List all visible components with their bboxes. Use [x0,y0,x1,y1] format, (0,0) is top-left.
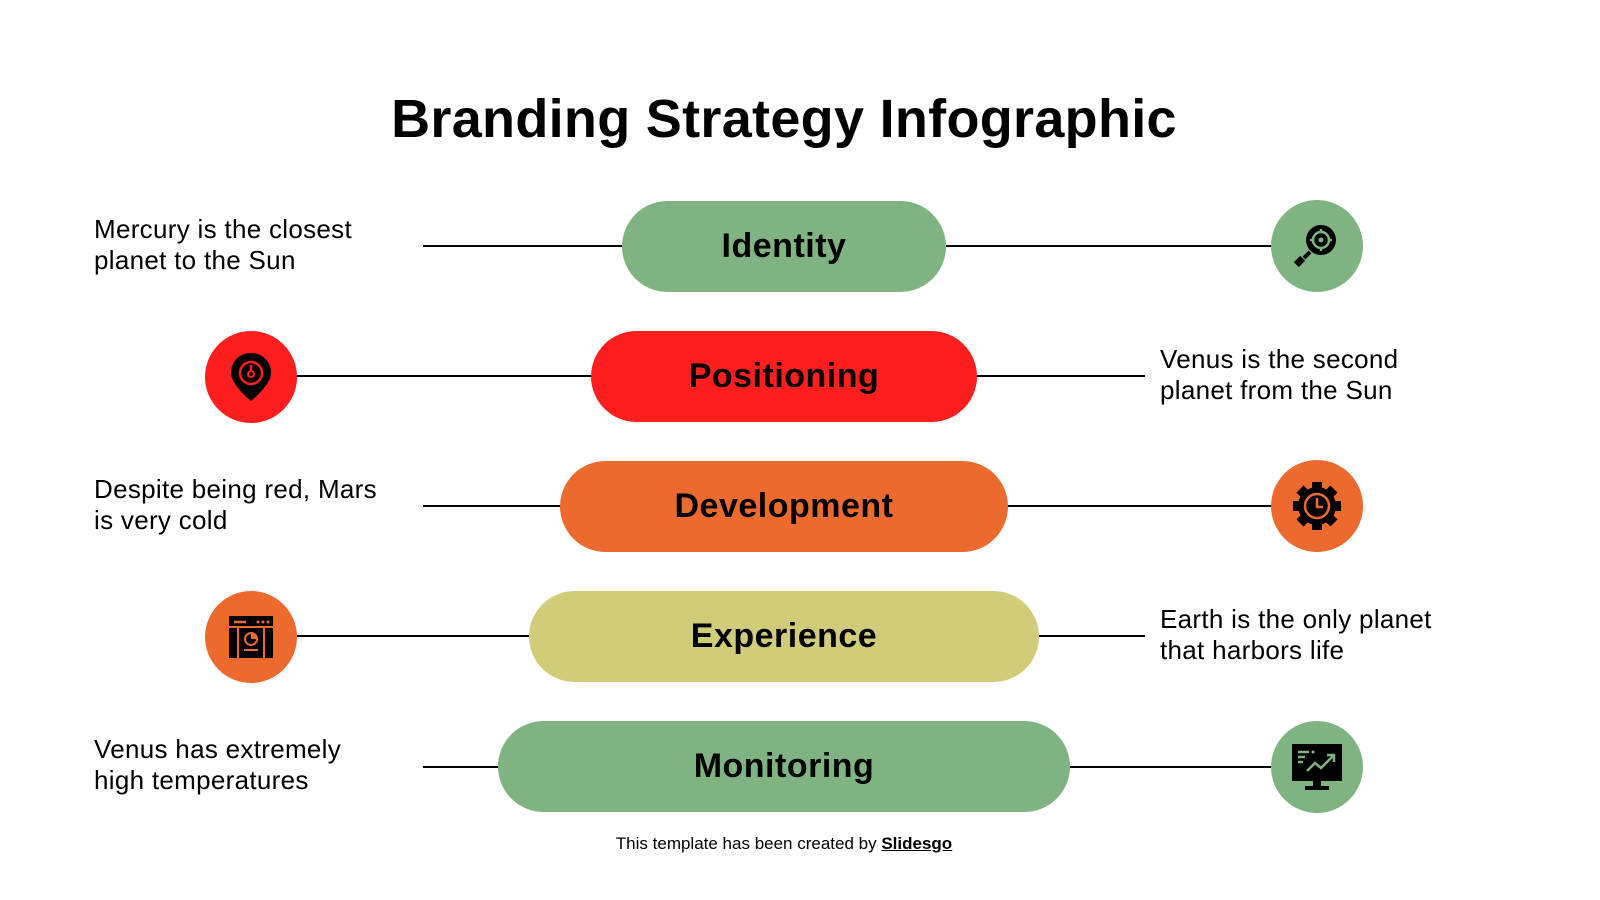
description-line: high temperatures [94,765,309,795]
connector-line [1008,505,1272,507]
description-line: Venus has extremely [94,734,342,764]
connector-line [423,245,623,247]
icon-circle-development [1271,460,1363,552]
gear-clock-icon [1293,482,1341,530]
target-search-icon [1293,225,1336,268]
description-line: Despite being red, Mars [94,474,377,504]
icon-circle-experience [205,591,297,683]
description-identity: Mercury is the closest planet to the Sun [94,214,352,276]
pill-identity: Identity [622,201,946,292]
description-line: planet to the Sun [94,245,296,275]
page-title: Branding Strategy Infographic [391,89,1177,149]
icon-circle-monitoring [1271,721,1363,813]
connector-line [946,245,1272,247]
connector-line [423,505,561,507]
description-line: that harbors life [1160,635,1345,665]
description-monitoring: Venus has extremely high temperatures [94,734,341,796]
pill-monitoring: Monitoring [498,721,1070,812]
connector-line [1039,635,1145,637]
browser-chart-icon [229,616,273,658]
footer-text: This template has been created by [615,834,882,853]
description-line: is very cold [94,505,228,535]
description-line: Venus is the second [1160,344,1399,374]
description-positioning: Venus is the second planet from the Sun [1160,344,1398,406]
description-line: planet from the Sun [1160,375,1393,405]
footer-credit: This template has been created by Slides… [0,834,1568,854]
slidesgo-link[interactable]: Slidesgo [881,834,953,853]
description-line: Earth is the only planet [1160,604,1432,634]
pill-experience: Experience [529,591,1039,682]
description-development: Despite being red, Mars is very cold [94,474,377,536]
description-line: Mercury is the closest [94,214,353,244]
icon-circle-identity [1271,200,1363,292]
location-pin-icon [231,353,271,401]
pill-development: Development [560,461,1008,552]
connector-line [1070,766,1272,768]
connector-line [297,375,591,377]
connector-line [977,375,1145,377]
connector-line [297,635,529,637]
description-experience: Earth is the only planet that harbors li… [1160,604,1432,666]
icon-circle-positioning [205,331,297,423]
connector-line [423,766,499,768]
monitor-chart-icon [1292,744,1342,790]
pill-positioning: Positioning [591,331,977,422]
